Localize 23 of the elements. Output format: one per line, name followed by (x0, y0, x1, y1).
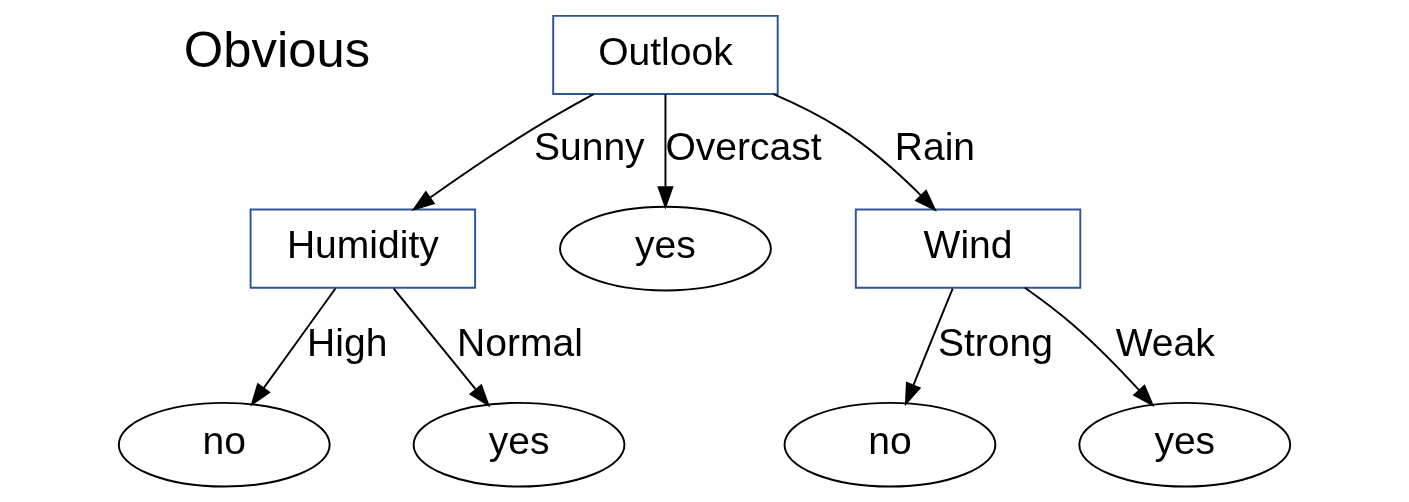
edge-label: Normal (457, 321, 583, 365)
node-ellipse: yes (1078, 401, 1292, 488)
arrow (1023, 286, 1155, 408)
arrow (657, 93, 674, 210)
node-ellipse: no (783, 401, 997, 488)
node-ellipse: no (117, 401, 331, 488)
node-ellipse: yes (412, 401, 626, 488)
edge-label: Weak (1115, 321, 1215, 365)
node-ellipse: yes (559, 205, 772, 292)
arrow (411, 93, 595, 211)
arrow (772, 93, 937, 212)
node-box: Humidity (249, 208, 477, 289)
edge-label: Rain (894, 125, 976, 169)
arrow (392, 287, 491, 408)
edge-label: Strong (937, 321, 1053, 365)
label: Obvious (183, 21, 371, 79)
edge-label: High (307, 321, 388, 365)
node-box: Wind (854, 208, 1082, 289)
node-box: Outlook (552, 14, 779, 95)
arrow (904, 287, 954, 407)
edge-label: Sunny (533, 125, 645, 169)
arrow (250, 287, 337, 407)
edge-label: Overcast (665, 125, 822, 169)
